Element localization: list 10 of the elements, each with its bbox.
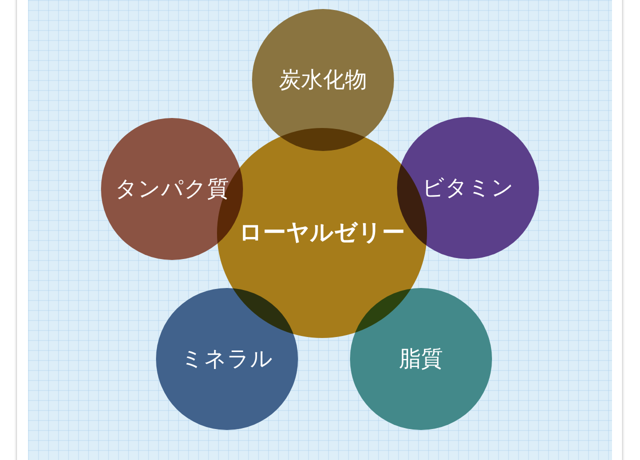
venn-circle [101,118,243,260]
circle-label: ミネラル [181,346,273,372]
circle-label: 炭水化物 [279,66,367,94]
venn-circle [252,9,394,151]
circle-label: 脂質 [399,346,443,372]
venn-circle [350,288,492,430]
circle-label: ローヤルゼリー [239,219,405,247]
circle-label: ビタミン [422,174,514,202]
circle-label: タンパク質 [115,176,229,202]
venn-circle [156,288,298,430]
